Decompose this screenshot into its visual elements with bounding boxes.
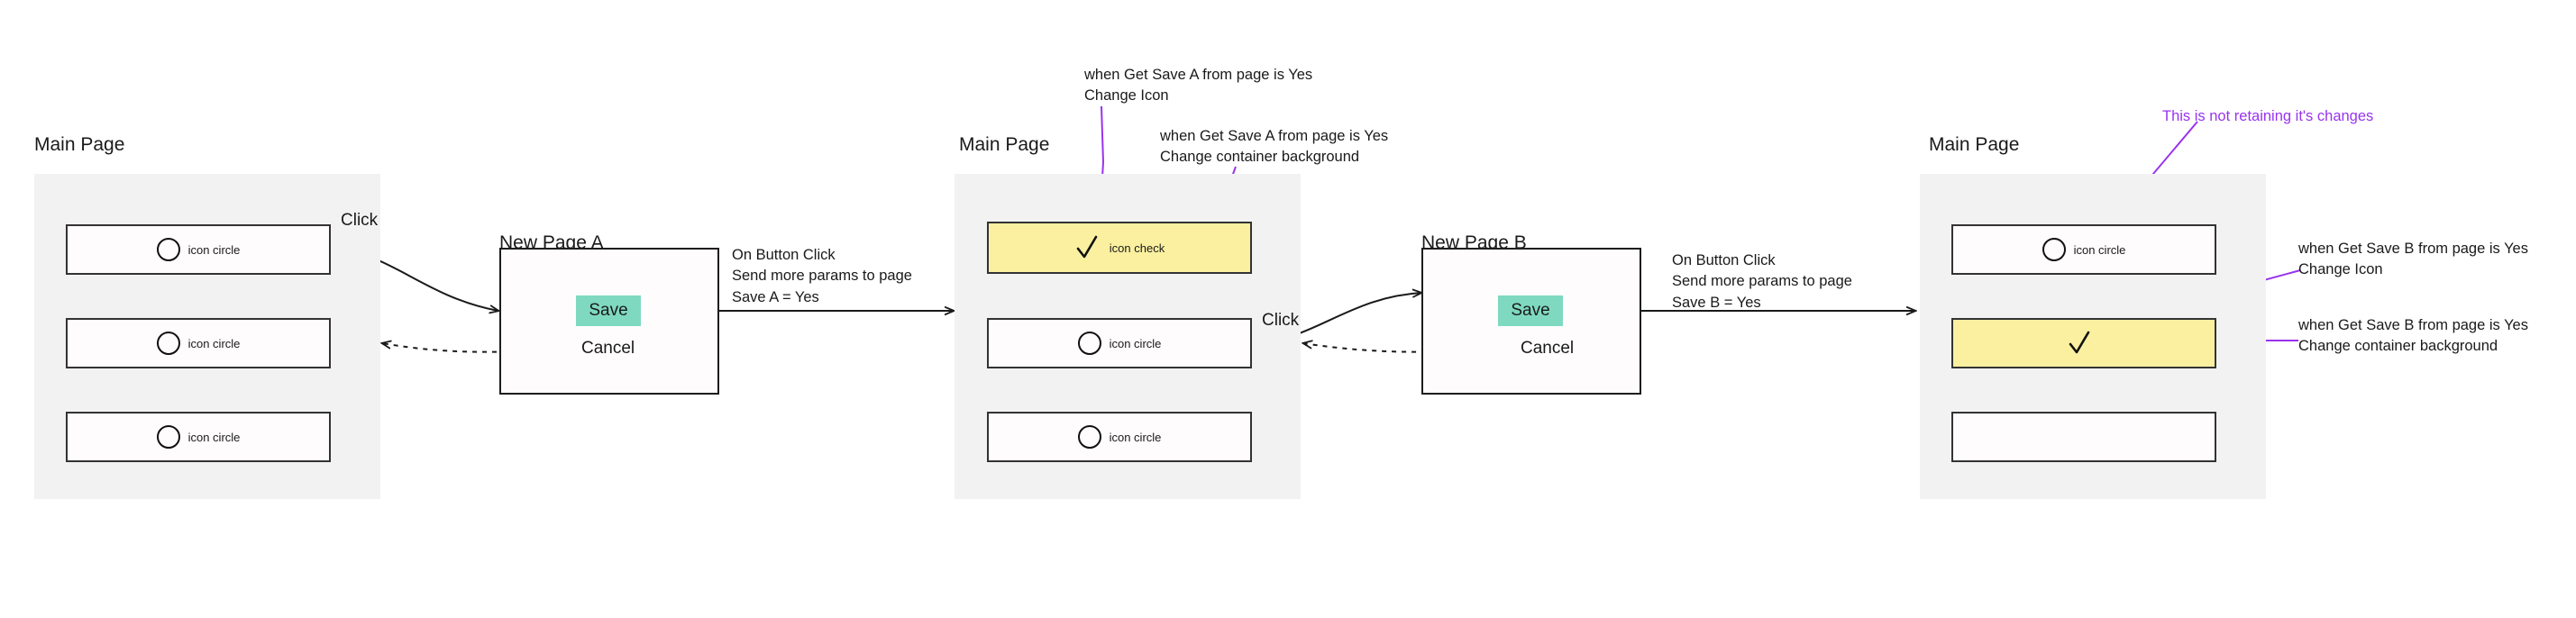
circle-icon (1077, 332, 1101, 355)
list-item[interactable] (1951, 412, 2216, 462)
list-item-label: icon circle (1109, 430, 1162, 444)
list-item[interactable]: icon circle (987, 412, 1252, 462)
list-item-label: icon circle (1109, 336, 1162, 350)
note-not-retaining: This is not retaining it's changes (2162, 108, 2374, 124)
panel-title-main-page-1: Main Page (34, 134, 125, 155)
list-item-label: icon circle (187, 242, 241, 257)
note-save-b-change-icon: when Get Save B from page is Yes Change … (2298, 241, 2528, 278)
note-on-button-click-a: On Button Click Send more params to page… (732, 247, 912, 305)
list-item-label: icon circle (187, 430, 241, 444)
note-save-b-change-container: when Get Save B from page is Yes Change … (2298, 317, 2528, 355)
list-item[interactable]: icon circle (987, 318, 1252, 368)
check-icon (2069, 331, 2089, 354)
list-item[interactable]: icon circle (1951, 224, 2216, 275)
note-save-a-change-container: when Get Save A from page is Yes Change … (1160, 128, 1389, 166)
save-button[interactable]: Save (576, 295, 641, 326)
list-item-label: icon check (1109, 241, 1165, 255)
list-item-label: icon circle (187, 336, 241, 350)
list-item[interactable]: icon circle (66, 412, 331, 462)
save-button[interactable]: Save (1498, 295, 1563, 326)
edge-label-click-1: Click (341, 211, 379, 230)
list-item[interactable] (1951, 318, 2216, 368)
note-on-button-click-b: On Button Click Send more params to page… (1672, 252, 1852, 311)
panel-title-main-page-2: Main Page (959, 134, 1050, 155)
circle-icon (156, 238, 180, 261)
circle-icon (2042, 238, 2066, 261)
cancel-button[interactable]: Cancel (581, 339, 635, 358)
panel-title-main-page-3: Main Page (1929, 134, 2020, 155)
circle-icon (156, 332, 180, 355)
list-item-label: icon circle (2073, 242, 2126, 257)
list-item[interactable]: icon check (987, 222, 1252, 274)
list-item[interactable]: icon circle (66, 224, 331, 275)
circle-icon (1077, 425, 1101, 449)
circle-icon (156, 425, 180, 449)
list-item[interactable]: icon circle (66, 318, 331, 368)
edge-label-click-2: Click (1262, 311, 1300, 330)
check-icon (1076, 235, 1098, 259)
cancel-button[interactable]: Cancel (1521, 339, 1575, 358)
note-save-a-change-icon: when Get Save A from page is Yes Change … (1084, 67, 1313, 105)
